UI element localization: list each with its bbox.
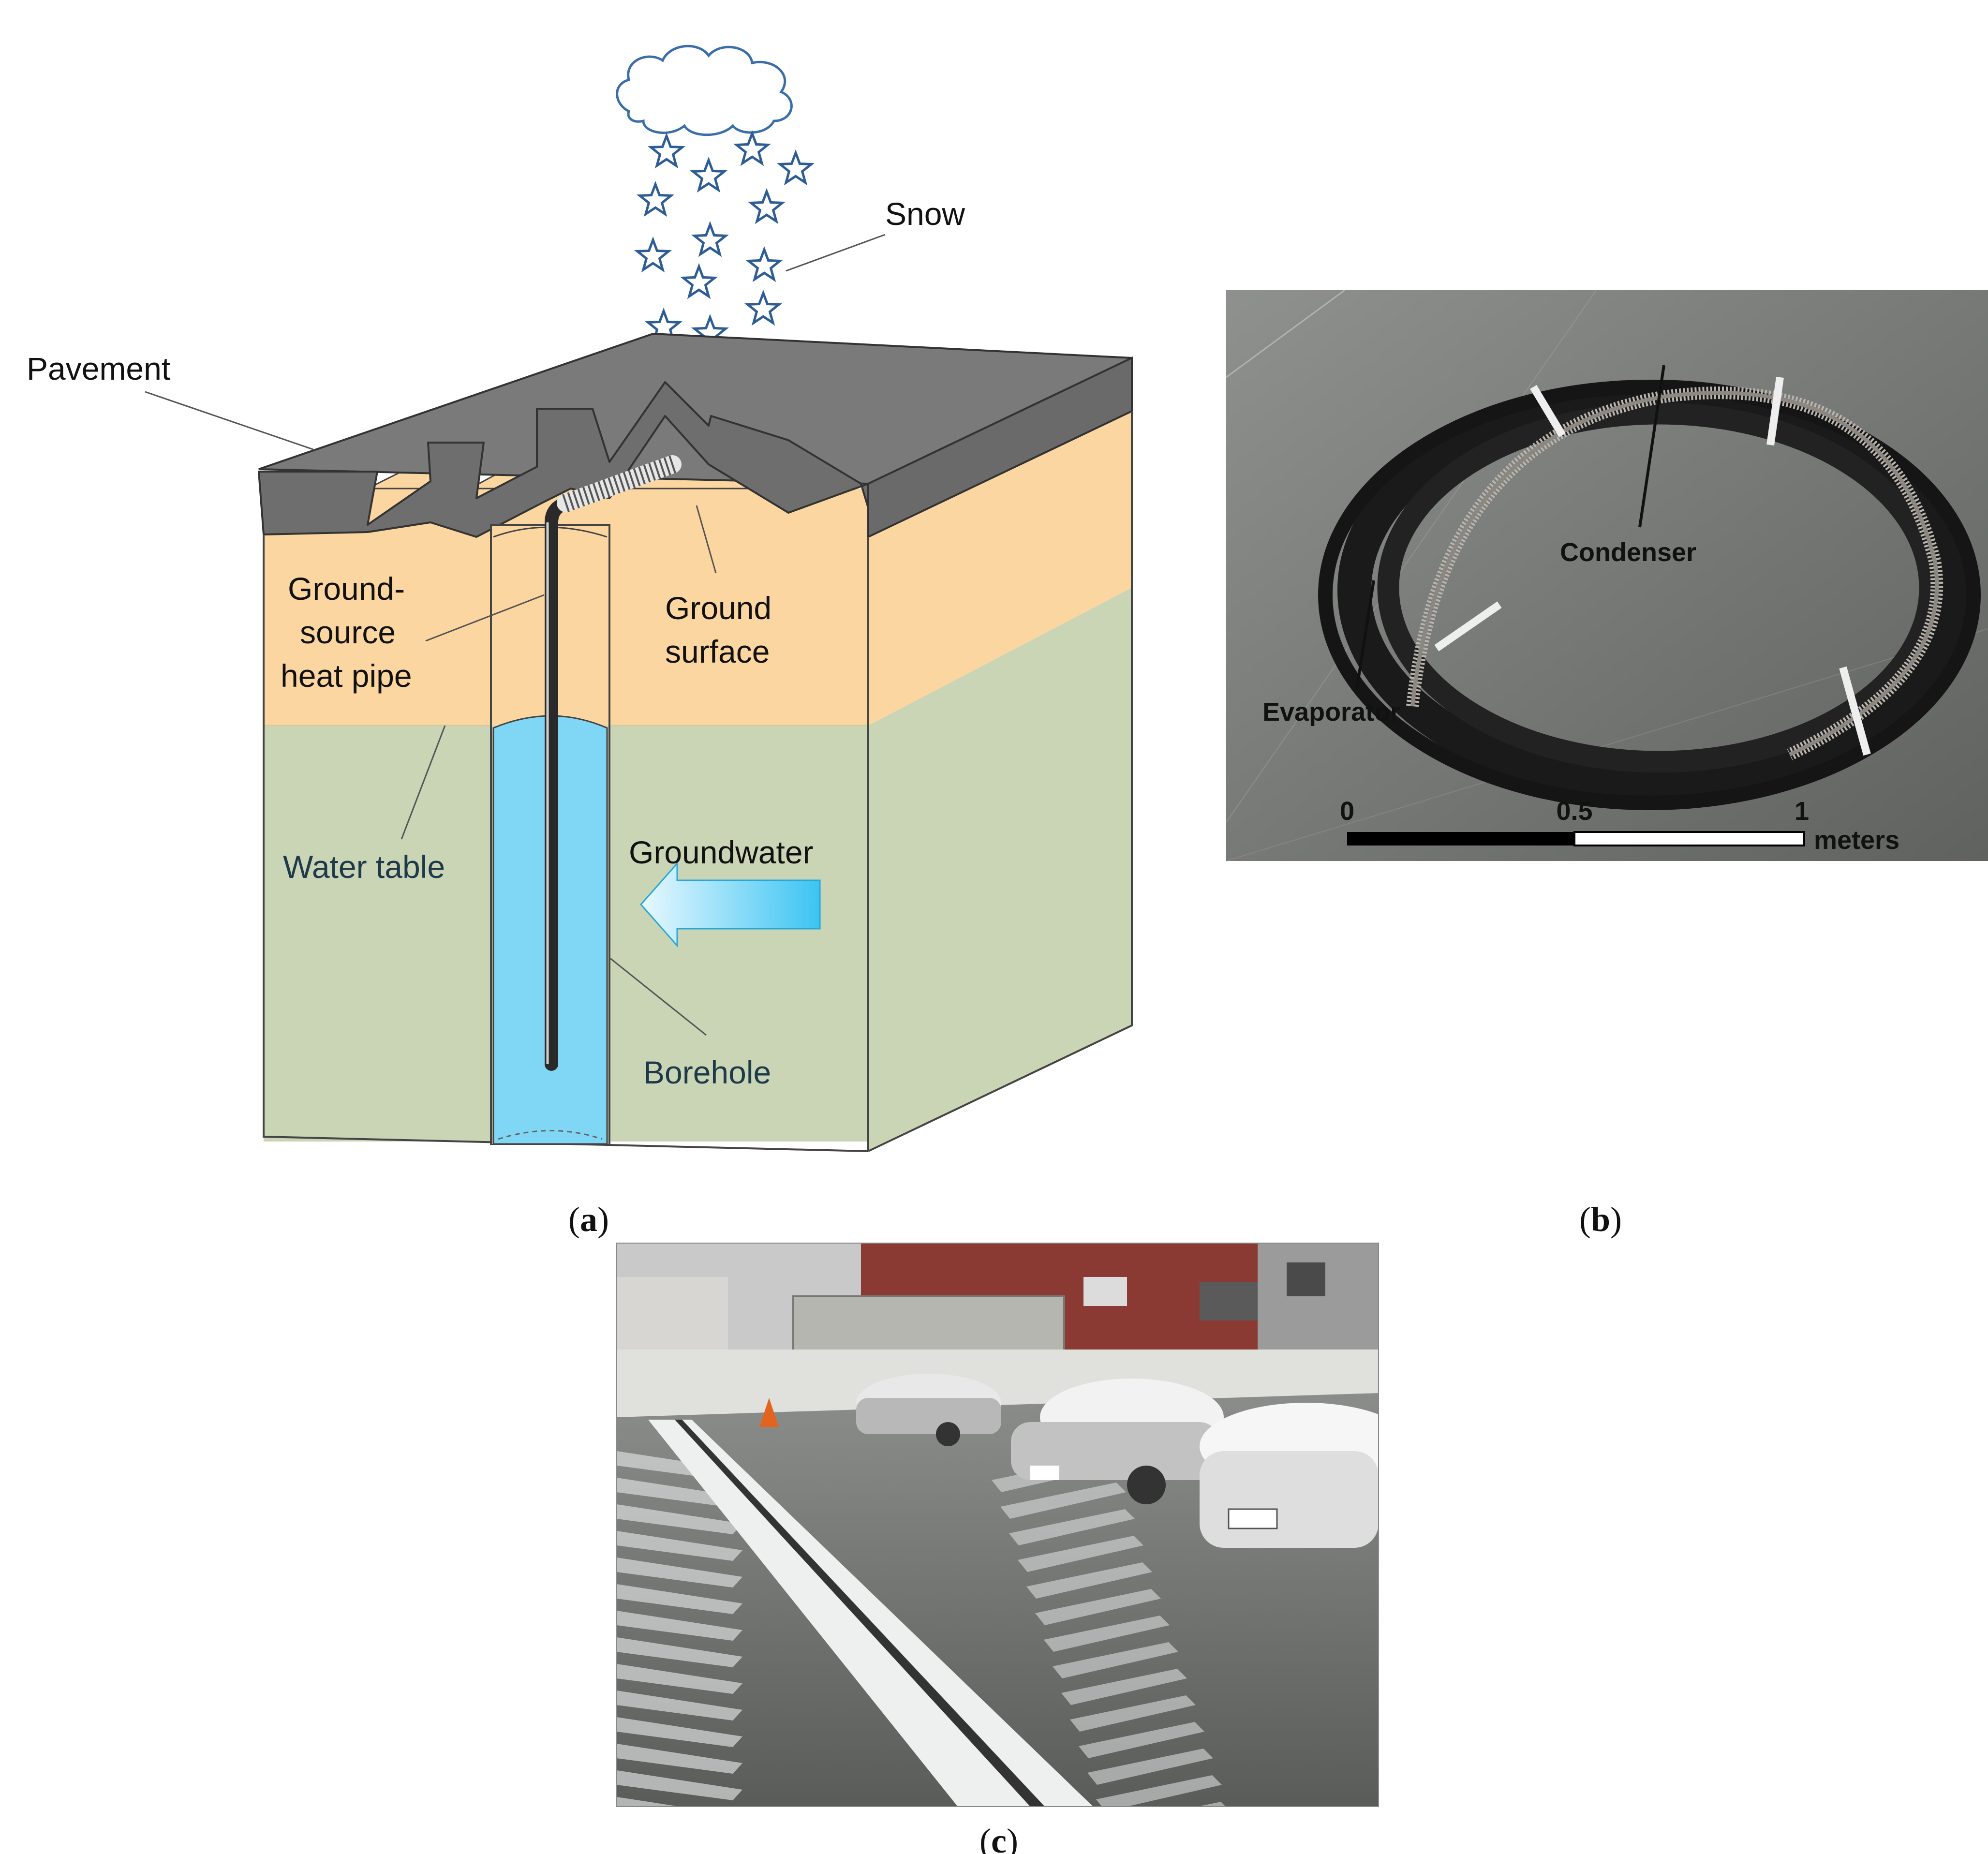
snowflakes: [634, 130, 815, 350]
snowflake-icon: [634, 236, 672, 273]
snowflake-icon: [680, 263, 718, 299]
caption-c: (c): [979, 1822, 1018, 1854]
cloud-icon: [616, 44, 793, 136]
panel-c-photo: (c): [616, 1243, 1379, 1854]
label-borehole: Borehole: [643, 1054, 771, 1090]
label-heat-pipe-line3: heat pipe: [281, 658, 412, 694]
snowflake-icon: [691, 221, 729, 257]
snowflake-icon: [747, 188, 786, 224]
scale-tick-max: 1: [1795, 797, 1809, 826]
snowflake-icon: [776, 149, 815, 186]
label-heat-pipe-line2: source: [300, 614, 396, 650]
snowflake-icon: [744, 289, 783, 326]
snowflake-icon: [733, 130, 771, 166]
label-ground-surface-line1: Ground: [665, 590, 771, 626]
label-snow: Snow: [885, 196, 965, 232]
scale-tick-mid: 0.5: [1556, 797, 1592, 826]
traffic-cone: [759, 1398, 779, 1427]
snowflake-icon: [647, 132, 686, 169]
scale-tick-0: 0: [1340, 797, 1354, 826]
coiled-heat-pipe: [1318, 380, 1981, 810]
label-water-table: Water table: [283, 849, 445, 885]
label-condenser: Condenser: [1560, 538, 1696, 567]
snowflake-icon: [689, 156, 728, 193]
snowflake-icon: [636, 180, 675, 217]
panel-b-photo: Condenser Evaporator 0 0.5 1 meters (b): [1226, 289, 1988, 1239]
caption-b: (b): [1579, 1200, 1622, 1239]
heat-pipe-condenser: [557, 455, 682, 512]
condenser-fins: [562, 455, 676, 512]
label-ground-surface-line2: surface: [665, 634, 770, 669]
car-2: [1011, 1379, 1224, 1504]
label-heat-pipe-line1: Ground-: [288, 571, 405, 607]
scale-bar: 0 0.5 1 meters: [1340, 797, 1899, 855]
car-3: [1200, 1403, 1379, 1548]
label-evaporator: Evaporator: [1262, 697, 1400, 727]
snow-melting-strip: [648, 1420, 1093, 1807]
label-groundwater: Groundwater: [629, 834, 814, 870]
block-right-face-groundwater-zone: [868, 588, 1132, 1151]
car-1: [856, 1374, 1001, 1446]
scale-unit: meters: [1814, 826, 1899, 855]
panel-a-diagram: Snow Pavement Ground- source heat pipe G…: [27, 44, 1133, 1239]
caption-a: (a): [568, 1200, 609, 1239]
groundwater-arrow: [639, 861, 821, 948]
snowflake-icon: [745, 246, 784, 282]
pavement-front-edge: [258, 381, 869, 538]
label-pavement: Pavement: [27, 351, 170, 386]
